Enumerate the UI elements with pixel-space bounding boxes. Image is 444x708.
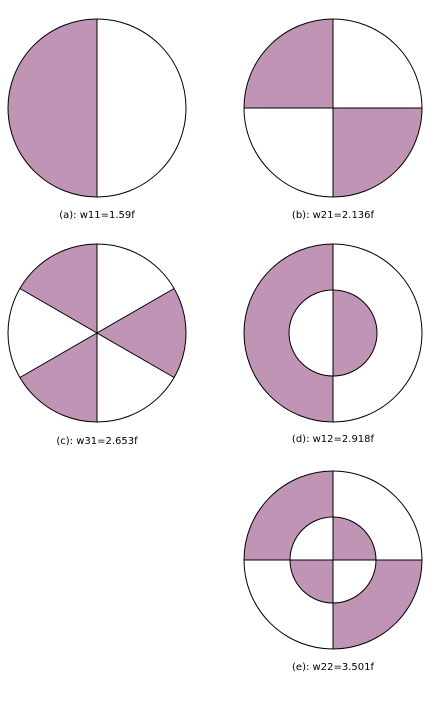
mode-c-nodal-line-3 [19, 288, 175, 378]
mode-c-sector-2 [97, 288, 186, 378]
mode-c-sector-6 [19, 244, 97, 333]
mode-c-sector-4 [19, 333, 97, 422]
caption-e: (e): w22=3.501f [292, 662, 374, 673]
mode-e-inner-bottom-left [290, 560, 333, 603]
caption-d: (d): w12=2.918f [291, 434, 375, 445]
mode-a-outline [7, 18, 187, 198]
panel-d-diagram [243, 243, 423, 423]
mode-d-inner-left-half [289, 290, 333, 376]
mode-c-outline [7, 243, 187, 423]
panel-b-diagram [243, 18, 423, 198]
mode-e-inner-top-left [290, 517, 333, 560]
caption-b: (b): w21=2.136f [291, 210, 375, 221]
mode-e-inner-top-right [333, 517, 376, 560]
mode-b-quadrant-top-left [244, 19, 333, 108]
panel-c-diagram [7, 243, 187, 423]
panel-e-diagram [243, 470, 423, 650]
mode-e-nodal-circle [289, 516, 377, 604]
caption-a: (a): w11=1.59f [59, 210, 135, 221]
panel-a-diagram [7, 18, 187, 198]
mode-d-outline [243, 243, 423, 423]
mode-a-sector-left [8, 19, 97, 197]
mode-d-nodal-circle [288, 289, 378, 377]
mode-b-quadrant-bottom-right [333, 108, 422, 197]
mode-e-inner-bottom-right [333, 560, 376, 603]
mode-b-quadrant-bottom-left [244, 108, 333, 197]
caption-c: (c): w31=2.653f [56, 436, 138, 447]
mode-c-sector-3 [97, 333, 175, 422]
mode-c-sector-5 [8, 288, 97, 378]
mode-e-outline [243, 470, 423, 650]
mode-b-quadrant-top-right [333, 19, 422, 108]
mode-a-sector-right [97, 19, 186, 197]
mode-c-sector-1 [97, 244, 175, 333]
mode-d-inner-right-half [333, 290, 377, 376]
mode-b-outline [243, 18, 423, 198]
